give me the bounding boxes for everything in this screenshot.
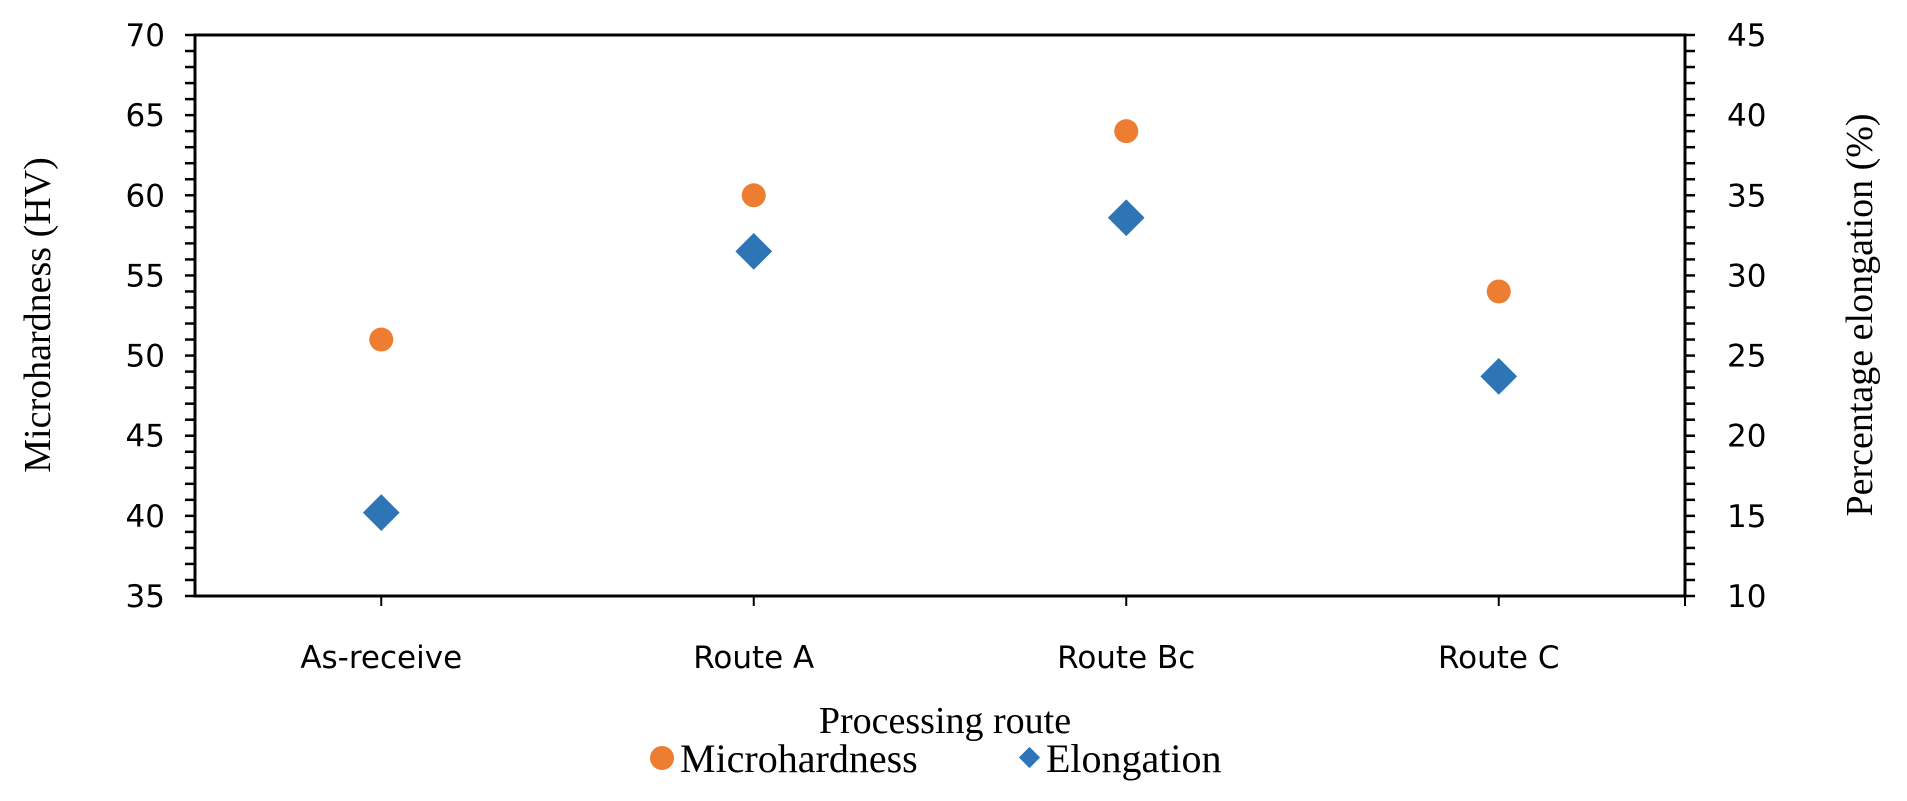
x-axis-title: Processing route xyxy=(819,700,1071,742)
y2-tick-label: 35 xyxy=(1727,178,1766,214)
x-tick-label: Route A xyxy=(693,640,814,676)
y-tick-label: 45 xyxy=(126,419,165,455)
y-tick-label: 55 xyxy=(126,258,165,294)
microhardness-point xyxy=(1114,119,1139,144)
y-tick-label: 35 xyxy=(126,579,165,615)
y-axis-title: Microhardness (HV) xyxy=(17,157,59,473)
y-tick-label: 50 xyxy=(126,339,165,375)
x-tick-label: Route C xyxy=(1438,640,1560,676)
y2-tick-label: 30 xyxy=(1727,258,1766,294)
y2-axis-title: Percentage elongation (%) xyxy=(1839,113,1881,516)
y2-tick-label: 10 xyxy=(1727,579,1766,615)
circle-marker-icon xyxy=(650,746,674,770)
microhardness-point xyxy=(741,183,766,208)
y2-tick-label: 40 xyxy=(1727,98,1766,134)
x-axis-ticks: As-receive Route A Route Bc Route C xyxy=(300,596,1686,676)
y2-tick-label: 20 xyxy=(1727,419,1766,455)
microhardness-point xyxy=(369,327,394,352)
x-tick-label: Route Bc xyxy=(1057,640,1195,676)
data-points xyxy=(362,119,1518,532)
microhardness-point xyxy=(1486,279,1511,304)
x-tick-label: As-receive xyxy=(300,640,462,676)
legend: Microhardness Elongation xyxy=(650,736,1222,781)
elongation-point xyxy=(1480,358,1518,395)
right-axis-ticks: 10 15 20 25 30 35 40 45 xyxy=(1685,18,1766,615)
y2-tick-label: 45 xyxy=(1727,18,1766,54)
y-tick-label: 65 xyxy=(126,98,165,134)
plot-area-frame xyxy=(193,33,1687,598)
y-tick-label: 40 xyxy=(126,499,165,535)
elongation-point xyxy=(735,233,773,270)
legend-label-microhardness: Microhardness xyxy=(680,736,918,781)
y-tick-label: 70 xyxy=(126,18,165,54)
y2-tick-label: 15 xyxy=(1727,499,1766,535)
elongation-point xyxy=(1107,199,1145,237)
diamond-marker-icon xyxy=(1018,746,1041,769)
left-axis-ticks: 35 40 45 50 55 60 65 70 xyxy=(126,18,195,615)
elongation-point xyxy=(362,494,400,532)
y-tick-label: 60 xyxy=(126,178,165,214)
y2-tick-label: 25 xyxy=(1727,339,1766,375)
legend-label-elongation: Elongation xyxy=(1046,736,1222,781)
